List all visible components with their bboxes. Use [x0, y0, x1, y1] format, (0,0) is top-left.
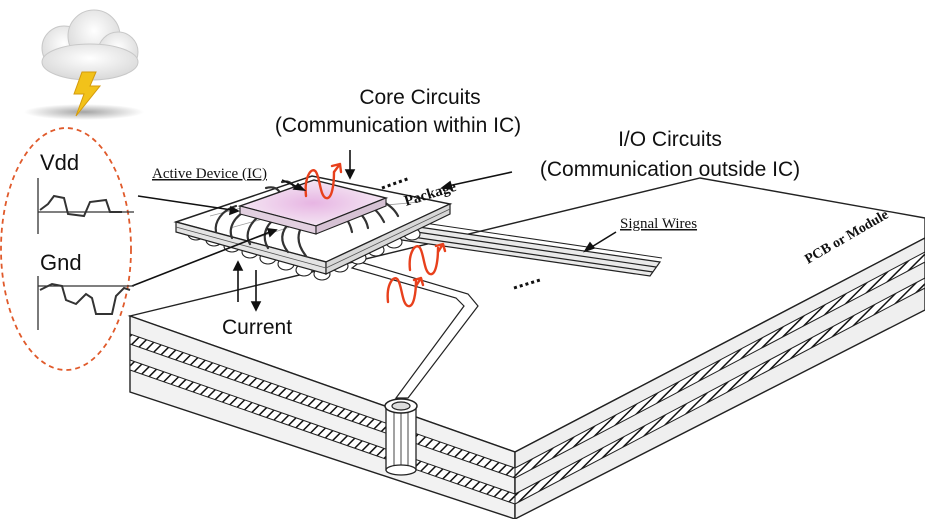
dashed-outline	[0, 127, 132, 371]
ic-die	[237, 179, 389, 235]
pcb-layer-right-1	[514, 251, 925, 479]
supply-noise-callout	[0, 127, 134, 371]
core-noise-arrow	[330, 162, 343, 174]
core-circuits-title: Core Circuits	[359, 86, 480, 109]
gnd-label: Gnd	[40, 250, 82, 275]
wire-noise-arrow	[434, 242, 447, 254]
vdd-waveform	[37, 178, 134, 234]
signal-wires	[386, 219, 663, 277]
active-device-label: Active Device (IC)	[152, 166, 267, 182]
vdd-label: Vdd	[40, 150, 79, 175]
via	[384, 398, 418, 476]
annotation-arrows	[131, 150, 617, 312]
trace-noise-wave	[386, 277, 418, 308]
continuation-dots	[381, 176, 541, 290]
current-label: Current	[222, 316, 292, 339]
wire-noise-wave	[408, 245, 440, 276]
pcb-layer-right-2	[514, 277, 925, 505]
noise-waves	[304, 162, 447, 308]
io-circuits-title: I/O Circuits	[618, 128, 722, 151]
gnd-waveform	[37, 276, 134, 330]
pcb-board	[127, 177, 925, 519]
trace-noise-arrow	[412, 276, 425, 288]
storm-cloud-lightning-icon	[24, 9, 144, 120]
pcb-trace	[350, 261, 479, 399]
core-noise-wave	[304, 169, 336, 200]
core-circuits-subtitle: (Communication within IC)	[275, 114, 521, 137]
io-circuits-subtitle: (Communication outside IC)	[540, 158, 800, 181]
signal-wires-label: Signal Wires	[620, 216, 697, 232]
